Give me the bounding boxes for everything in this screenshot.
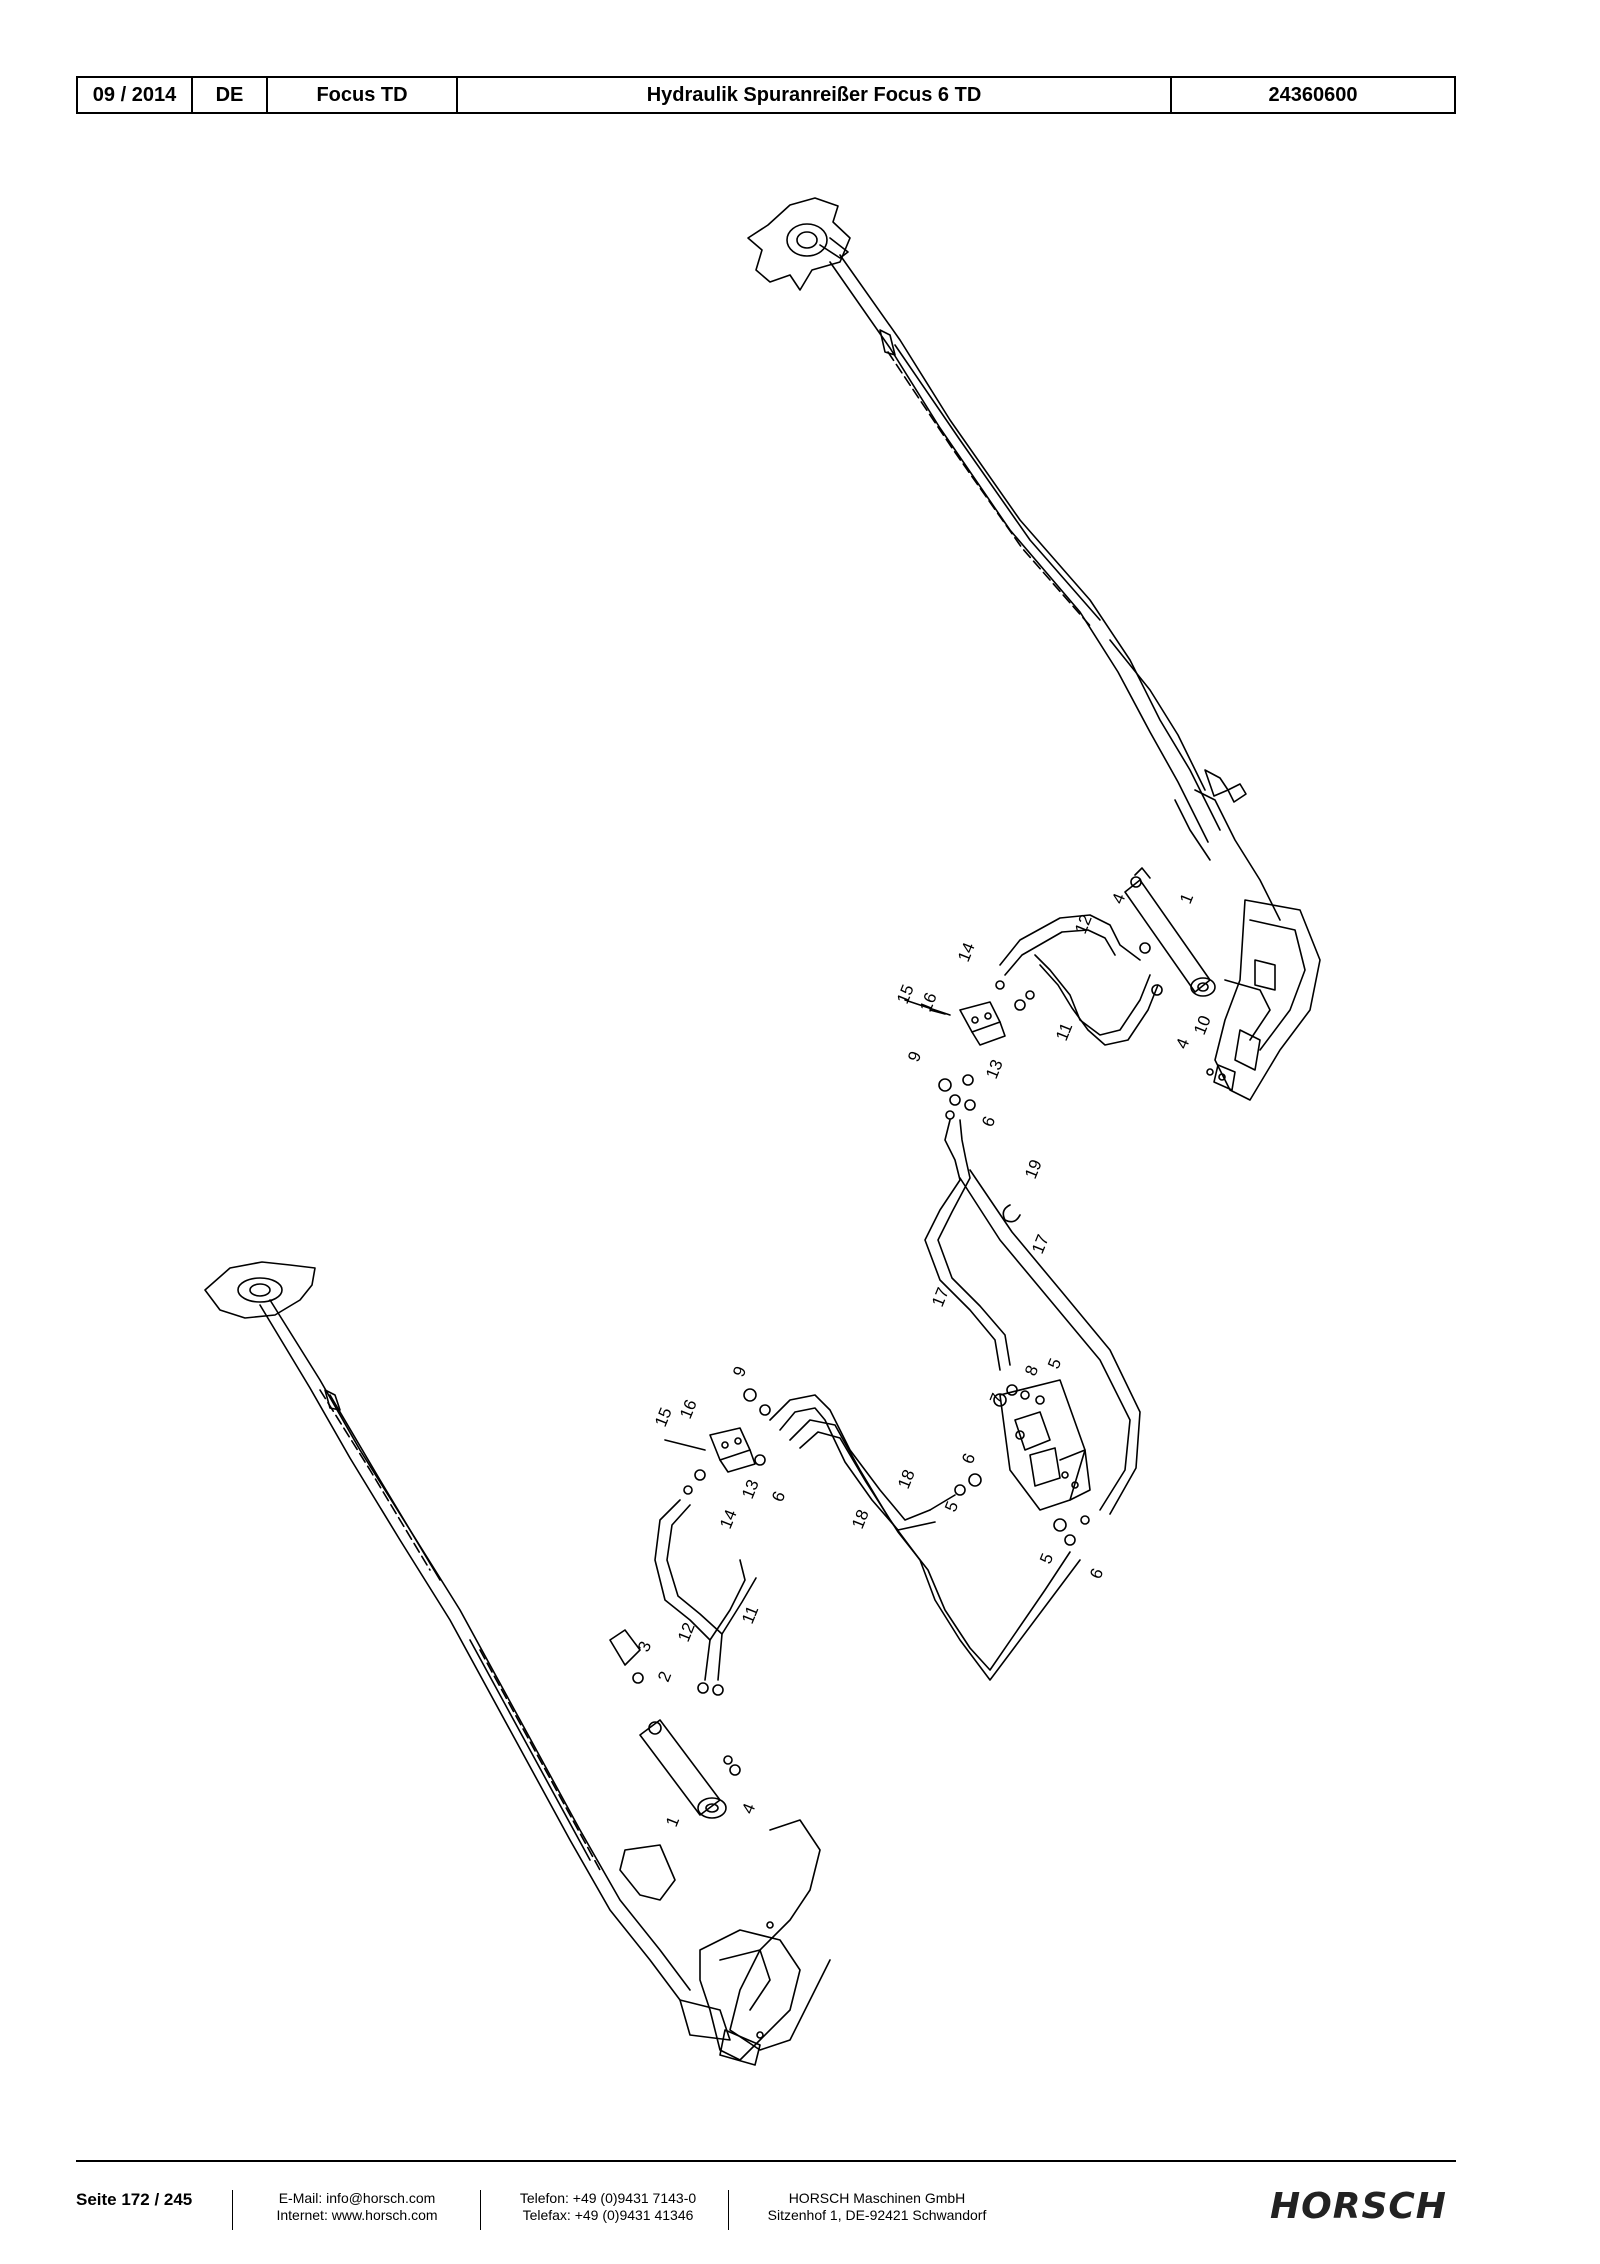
part-label-13-upper: 13 [982, 1057, 1007, 1082]
lower-hoses-11-12 [654, 1499, 757, 1696]
part-label-16-lower: 16 [676, 1397, 701, 1422]
part-label-19: 19 [1021, 1157, 1046, 1182]
part-label-5-top: 5 [1044, 1356, 1065, 1372]
upper-cylinder [1124, 867, 1216, 997]
part-label-18-left: 18 [848, 1507, 873, 1532]
footer-page-number: Seite 172 / 245 [76, 2190, 193, 2209]
part-label-10-upper: 10 [1190, 1013, 1215, 1038]
part-label-5-center: 5 [941, 1499, 962, 1515]
header-part-number: 24360600 [1268, 83, 1358, 106]
hoses-18 [769, 1394, 1081, 1681]
part-label-18-right: 18 [894, 1467, 919, 1492]
lower-marker-disc [204, 1261, 316, 1319]
upper-marker-arm [829, 254, 1281, 921]
part-label-4-lower: 4 [738, 1801, 759, 1817]
footer-internet[interactable]: Internet: www.horsch.com [276, 2207, 438, 2223]
footer-separator [480, 2190, 481, 2230]
upper-valve-block [904, 980, 1035, 1046]
upper-marker-disc [747, 197, 851, 291]
header-model: Focus TD [268, 78, 458, 112]
part-label-13-lower: 13 [738, 1477, 763, 1502]
center-valve-block [929, 1379, 1091, 1546]
part-label-9-lower: 9 [729, 1364, 750, 1380]
part-label-11-upper: 11 [1052, 1020, 1076, 1043]
upper-fittings [938, 1074, 976, 1120]
part-labels: 1 4 12 14 15 16 11 4 10 9 13 6 19 17 17 … [634, 891, 1215, 1830]
footer-company-block: HORSCH Maschinen GmbH Sitzenhof 1, DE-92… [752, 2190, 1002, 2224]
part-label-6-upper: 6 [978, 1114, 999, 1130]
footer-separator [728, 2190, 729, 2230]
footer-separator [232, 2190, 233, 2230]
part-label-2: 2 [654, 1669, 675, 1685]
part-label-6-lower: 6 [768, 1489, 789, 1505]
header-date: 09 / 2014 [78, 78, 193, 112]
part-label-9-upper: 9 [904, 1049, 925, 1065]
part-label-12-lower: 12 [674, 1620, 699, 1645]
part-label-17-right: 17 [1028, 1232, 1053, 1257]
part-label-7: 7 [986, 1391, 1007, 1407]
part-label-14-upper: 14 [954, 940, 979, 965]
part-label-11-lower: 11 [738, 1603, 762, 1626]
lower-cylinder [609, 1629, 741, 1819]
part-label-1-upper: 1 [1176, 891, 1197, 907]
part-label-5-lower: 5 [1036, 1551, 1057, 1567]
footer-fax: Telefax: +49 (0)9431 41346 [522, 2207, 694, 2223]
header-table: 09 / 2014 DE Focus TD Hydraulik Spuranre… [76, 76, 1456, 114]
footer-contact-web: E-Mail: info@horsch.com Internet: www.ho… [262, 2190, 452, 2224]
lower-marker-arm [259, 1299, 691, 2001]
part-label-15-lower: 15 [651, 1405, 676, 1430]
lower-mounting-bracket [619, 1819, 831, 2066]
part-label-6-center: 6 [958, 1451, 979, 1467]
upper-mounting-bracket [1206, 899, 1321, 1101]
footer-company: HORSCH Maschinen GmbH [788, 2190, 966, 2206]
part-label-14-lower: 14 [716, 1507, 741, 1532]
footer-email[interactable]: E-Mail: info@horsch.com [278, 2190, 436, 2206]
horsch-logo: HORSCH [1270, 2186, 1447, 2227]
footer-rule [76, 2160, 1456, 2162]
header-title: Hydraulik Spuranreißer Focus 6 TD [458, 78, 1172, 112]
lower-valve-block [664, 1388, 771, 1495]
part-label-1-lower: 1 [662, 1814, 683, 1830]
part-label-4b-upper: 4 [1172, 1036, 1193, 1052]
footer-phone: Telefon: +49 (0)9431 7143-0 [519, 2190, 697, 2206]
part-label-6-bottom: 6 [1086, 1566, 1107, 1582]
footer-contact-phone: Telefon: +49 (0)9431 7143-0 Telefax: +49… [508, 2190, 708, 2224]
upper-hoses-11-12 [999, 914, 1163, 1046]
hoses-17 [924, 1119, 1141, 1515]
footer-address: Sitzenhof 1, DE-92421 Schwandorf [767, 2207, 987, 2223]
header-language: DE [193, 78, 268, 112]
part-label-8: 8 [1021, 1363, 1042, 1379]
